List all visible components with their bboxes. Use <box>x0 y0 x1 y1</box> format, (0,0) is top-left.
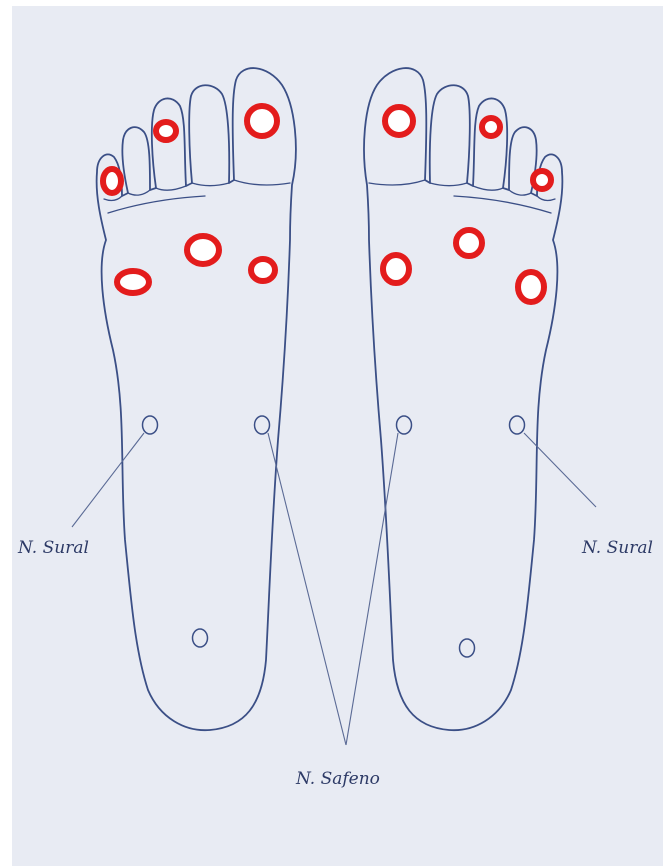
right-site-little-toe <box>533 171 551 189</box>
diagram-background <box>12 6 663 866</box>
label-sural-right: N. Sural <box>581 538 653 558</box>
left-site-forefoot-inner <box>251 259 275 281</box>
label-sural-left: N. Sural <box>17 538 89 558</box>
left-site-third-toe <box>156 122 176 140</box>
right-site-forefoot-outer <box>518 272 544 302</box>
right-site-forefoot-inner <box>383 255 409 283</box>
right-site-third-toe <box>482 118 500 136</box>
left-site-little-toe <box>103 169 121 193</box>
left-site-big-toe <box>247 106 277 136</box>
label-safeno: N. Safeno <box>295 769 380 789</box>
left-site-forefoot-outer <box>117 271 149 293</box>
right-site-big-toe <box>385 107 413 135</box>
right-site-forefoot-middle <box>456 230 482 256</box>
left-site-forefoot-middle <box>187 236 219 264</box>
